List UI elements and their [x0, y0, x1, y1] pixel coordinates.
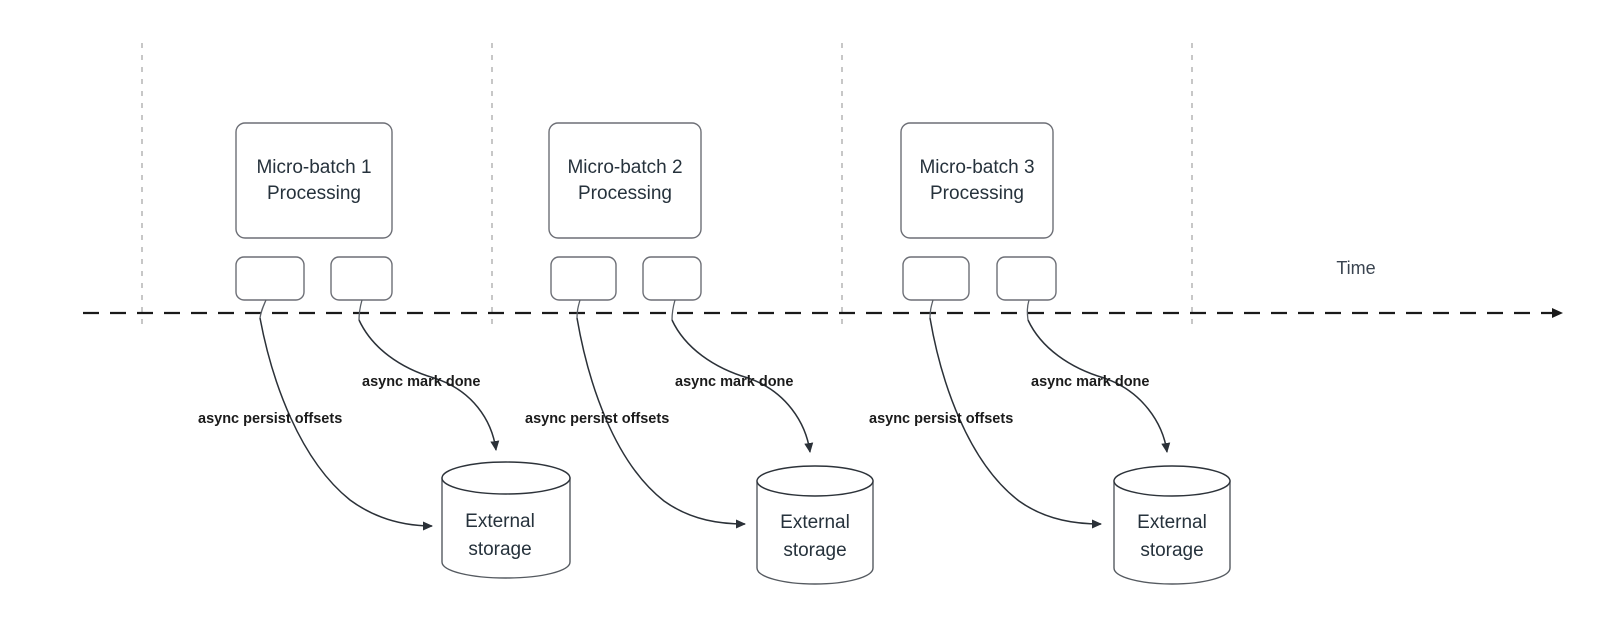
micro-batch-1-mark-done-label: async mark done [362, 374, 480, 390]
timeline-axis-label: Time [1336, 258, 1375, 278]
external-storage-3-body [1113, 480, 1231, 585]
external-storage-3-label-line1: External [1137, 512, 1207, 533]
micro-batch-3-processing-box[interactable] [900, 122, 1054, 239]
micro-batch-3-mark-done-label: async mark done [1031, 374, 1149, 390]
micro-batch-1-task-slot-2[interactable] [330, 256, 393, 301]
external-storage-2-label-line2: storage [783, 540, 846, 561]
micro-batch-group-3: Micro-batch 3 Processing External storag… [869, 122, 1231, 585]
micro-batch-1-task-slot-1[interactable] [235, 256, 305, 301]
micro-batch-2-task-slot-1-stem [576, 299, 581, 319]
micro-batch-2-processing-box[interactable] [548, 122, 702, 239]
micro-batch-3-task-slot-2-stem [1026, 299, 1030, 321]
micro-batch-3-persist-offsets-label: async persist offsets [869, 411, 1013, 427]
micro-batch-3-mark-done-arrow [1027, 319, 1171, 453]
micro-batch-1-mark-done-arrow [358, 319, 500, 451]
micro-batch-2-title-line1: Micro-batch 2 [567, 157, 682, 178]
external-storage-3-top [1113, 465, 1231, 497]
external-storage-2[interactable]: External storage [756, 465, 874, 585]
micro-batch-3-title-line1: Micro-batch 3 [919, 157, 1034, 178]
micro-batch-1-task-slot-2-stem [358, 299, 363, 321]
micro-batch-2-title-line2: Processing [578, 183, 672, 204]
micro-batch-2-mark-done-arrow [671, 319, 814, 453]
micro-batch-3-task-slot-1[interactable] [902, 256, 970, 301]
micro-batch-3-title-line2: Processing [930, 183, 1024, 204]
external-storage-2-label-line1: External [780, 512, 850, 533]
micro-batch-2-persist-offsets-arrow [576, 317, 746, 529]
micro-batch-1-persist-offsets-label: async persist offsets [198, 411, 342, 427]
micro-batch-1-processing-box[interactable] [235, 122, 393, 239]
micro-batch-3-task-slot-1-stem [929, 299, 934, 319]
external-storage-1-label-line2: storage [468, 539, 531, 560]
micro-batch-1-task-slot-1-stem [259, 299, 267, 319]
external-storage-1[interactable]: External storage [441, 461, 571, 579]
micro-batch-2-task-slot-1[interactable] [550, 256, 617, 301]
micro-batch-2-task-slot-2[interactable] [642, 256, 702, 301]
external-storage-3[interactable]: External storage [1113, 465, 1231, 585]
micro-batch-1-title-line1: Micro-batch 1 [256, 157, 371, 178]
micro-batch-1-title-line2: Processing [267, 183, 361, 204]
external-storage-1-label-line1: External [465, 511, 535, 532]
micro-batch-group-2: Micro-batch 2 Processing External storag… [525, 122, 874, 585]
external-storage-1-top [441, 461, 571, 495]
micro-batch-2-persist-offsets-label: async persist offsets [525, 411, 669, 427]
external-storage-2-top [756, 465, 874, 497]
external-storage-2-body [756, 480, 874, 585]
external-storage-3-label-line2: storage [1140, 540, 1203, 561]
micro-batch-group-1: Micro-batch 1 Processing External storag… [198, 122, 571, 579]
micro-batch-3-persist-offsets-arrow [929, 317, 1102, 529]
external-storage-1-body [441, 477, 571, 579]
micro-batch-2-task-slot-2-stem [671, 299, 676, 321]
micro-batch-1-persist-offsets-arrow [259, 317, 433, 531]
micro-batch-2-mark-done-label: async mark done [675, 374, 793, 390]
micro-batch-3-task-slot-2[interactable] [996, 256, 1057, 301]
